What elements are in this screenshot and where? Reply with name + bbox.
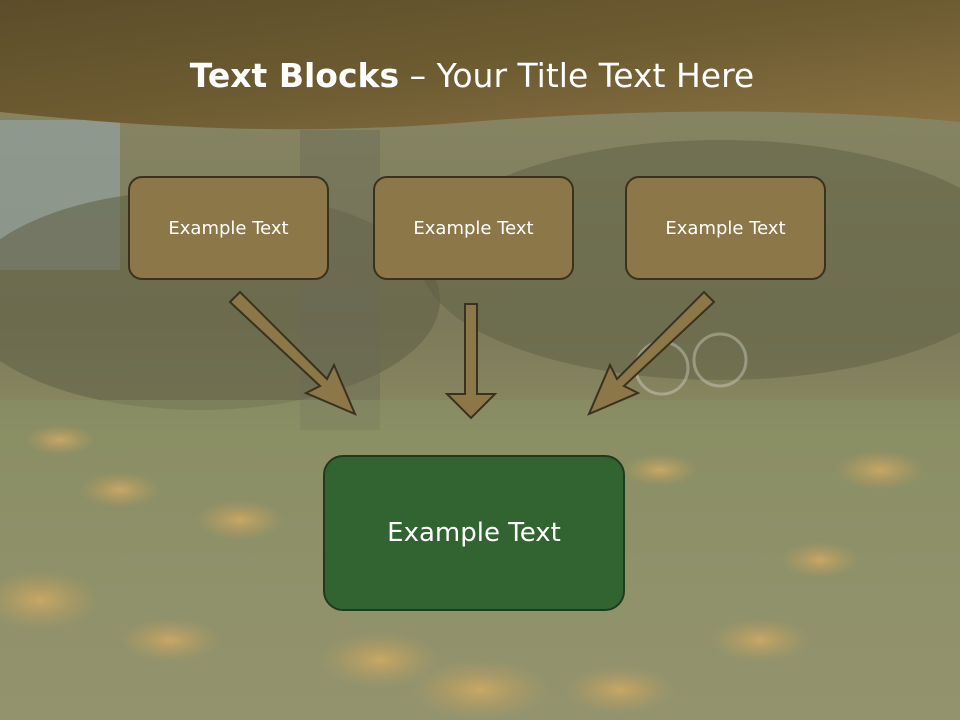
arrow-down-icon [444,303,498,420]
text-block-center[interactable]: Example Text [373,176,574,280]
slide-title-rest: – Your Title Text Here [399,56,755,95]
title-band [0,0,960,130]
text-block-main[interactable]: Example Text [323,455,625,611]
arrow-down-right-icon [228,290,357,416]
slide-title-bold: Text Blocks [189,56,400,95]
slide-title: Text Blocks – Your Title Text Here [0,52,944,100]
text-block-left-label: Example Text [168,217,289,239]
text-block-main-label: Example Text [387,518,561,548]
text-block-left[interactable]: Example Text [128,176,329,280]
text-block-center-label: Example Text [413,217,534,239]
text-block-right-label: Example Text [665,217,786,239]
arrow-down-left-icon [587,290,716,416]
text-block-right[interactable]: Example Text [625,176,826,280]
